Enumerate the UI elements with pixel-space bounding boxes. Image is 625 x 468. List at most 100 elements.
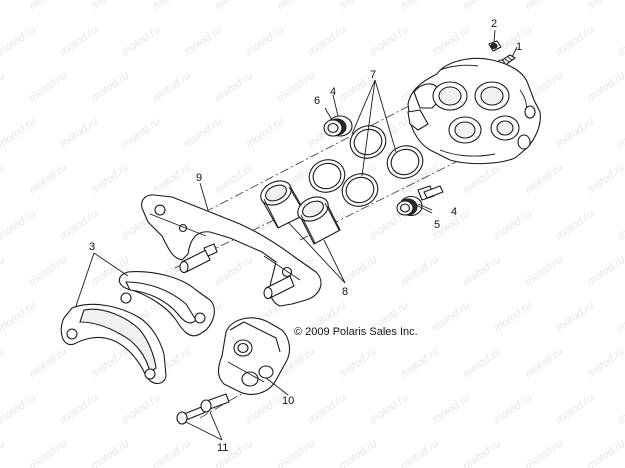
callout-5: 5 bbox=[434, 219, 440, 231]
watermark-text: motod.ru bbox=[585, 162, 625, 197]
watermark-text: motod.ru bbox=[461, 0, 503, 12]
watermark-text: motod.ru bbox=[0, 24, 38, 59]
watermark-text: motod.ru bbox=[275, 0, 317, 12]
watermark-text: motod.ru bbox=[213, 0, 255, 12]
callout-2: 2 bbox=[491, 18, 497, 30]
watermark-text: motod.ru bbox=[399, 438, 441, 468]
pin-boot-lower bbox=[396, 185, 444, 217]
watermark-text: motod.ru bbox=[399, 0, 441, 12]
watermark-text: motod.ru bbox=[120, 116, 162, 151]
watermark-text: motod.ru bbox=[461, 254, 503, 289]
callout-8: 8 bbox=[342, 286, 348, 298]
watermark-text: motod.ru bbox=[58, 208, 100, 243]
watermark-text: motod.ru bbox=[492, 24, 534, 59]
callout-4-upper: 4 bbox=[330, 86, 336, 98]
pin-boot-upper bbox=[323, 115, 353, 137]
piston-seals bbox=[308, 125, 424, 207]
watermark-text: motod.ru bbox=[461, 346, 503, 381]
watermark-text: motod.ru bbox=[616, 392, 625, 427]
watermark-text: motod.ru bbox=[0, 300, 38, 335]
watermark-text: motod.ru bbox=[27, 70, 69, 105]
callout-11: 11 bbox=[217, 442, 228, 454]
watermark-text: motod.ru bbox=[213, 162, 255, 197]
watermark-text: motod.ru bbox=[58, 24, 100, 59]
watermark-text: motod.ru bbox=[585, 0, 625, 12]
watermark-text: motod.ru bbox=[554, 24, 596, 59]
callout-9: 9 bbox=[196, 172, 202, 184]
watermark-text: motod.ru bbox=[275, 438, 317, 468]
watermark-text: motod.ru bbox=[554, 300, 596, 335]
watermark-text: motod.ru bbox=[0, 392, 38, 427]
callout-6: 6 bbox=[314, 95, 320, 107]
watermark-text: motod.ru bbox=[523, 0, 565, 12]
watermark-text: motod.ru bbox=[89, 346, 131, 381]
watermark-text: motod.ru bbox=[306, 24, 348, 59]
watermark-text: motod.ru bbox=[89, 70, 131, 105]
watermark-text: motod.ru bbox=[0, 0, 7, 12]
watermark-text: motod.ru bbox=[0, 208, 38, 243]
watermark-text: motod.ru bbox=[182, 116, 224, 151]
brake-pads bbox=[60, 271, 215, 385]
watermark-text: motod.ru bbox=[89, 162, 131, 197]
watermark-text: motod.ru bbox=[120, 392, 162, 427]
watermark-text: motod.ru bbox=[213, 70, 255, 105]
watermark-text: motod.ru bbox=[27, 162, 69, 197]
caliper-body bbox=[407, 57, 541, 165]
callout-10: 10 bbox=[282, 395, 294, 407]
pistons bbox=[260, 180, 341, 245]
callout-labels: 1 2 3 4 4 5 6 7 8 9 10 11 bbox=[89, 18, 522, 454]
watermark-text: motod.ru bbox=[337, 346, 379, 381]
callout-1: 1 bbox=[516, 41, 522, 53]
watermark-text: motod.ru bbox=[27, 438, 69, 468]
watermark-text: motod.ru bbox=[27, 346, 69, 381]
watermark-text: motod.ru bbox=[244, 24, 286, 59]
watermark-text: motod.ru bbox=[368, 24, 410, 59]
watermark-text: motod.ru bbox=[89, 0, 131, 12]
watermark-text: motod.ru bbox=[399, 346, 441, 381]
watermark-text: motod.ru bbox=[0, 162, 7, 197]
watermark-text: motod.ru bbox=[616, 116, 625, 151]
callout-7: 7 bbox=[370, 69, 376, 81]
watermark-text: motod.ru bbox=[120, 24, 162, 59]
watermark-text: motod.ru bbox=[585, 254, 625, 289]
watermark-text: motod.ru bbox=[0, 70, 7, 105]
watermark-text: motod.ru bbox=[430, 392, 472, 427]
callout-3: 3 bbox=[89, 241, 95, 253]
watermark-text: motod.ru bbox=[337, 438, 379, 468]
watermark-text: motod.ru bbox=[523, 162, 565, 197]
caliper-bracket bbox=[141, 194, 322, 307]
watermark-text: motod.ru bbox=[523, 438, 565, 468]
watermark-text: motod.ru bbox=[0, 438, 7, 468]
watermark-text: motod.ru bbox=[27, 0, 69, 12]
watermark-text: motod.ru bbox=[275, 70, 317, 105]
watermark-text: motod.ru bbox=[430, 300, 472, 335]
watermark-text: motod.ru bbox=[492, 300, 534, 335]
watermark-text: motod.ru bbox=[523, 346, 565, 381]
watermark-text: motod.ru bbox=[244, 392, 286, 427]
watermark-text: motod.ru bbox=[585, 70, 625, 105]
watermark-text: motod.ru bbox=[616, 24, 625, 59]
callout-4-lower: 4 bbox=[451, 206, 457, 218]
watermark-text: motod.ru bbox=[554, 208, 596, 243]
watermark-text: motod.ru bbox=[151, 162, 193, 197]
copyright-notice: © 2009 Polaris Sales Inc. bbox=[294, 326, 418, 338]
watermark-text: motod.ru bbox=[306, 392, 348, 427]
watermark-text: motod.ru bbox=[182, 24, 224, 59]
watermark-text: motod.ru bbox=[492, 208, 534, 243]
leader-lines bbox=[75, 29, 518, 441]
watermark-text: motod.ru bbox=[0, 254, 7, 289]
watermark-text: motod.ru bbox=[27, 254, 69, 289]
watermark-text: motod.ru bbox=[151, 70, 193, 105]
mounting-bolts bbox=[176, 393, 230, 425]
watermark-text: motod.ru bbox=[554, 116, 596, 151]
watermark-text: motod.ru bbox=[58, 392, 100, 427]
watermark-text: motod.ru bbox=[461, 438, 503, 468]
watermark-text: motod.ru bbox=[0, 116, 38, 151]
watermark-text: motod.ru bbox=[554, 392, 596, 427]
watermark-text: motod.ru bbox=[0, 346, 7, 381]
watermark-text: motod.ru bbox=[523, 254, 565, 289]
watermark-text: motod.ru bbox=[585, 438, 625, 468]
watermark-text: motod.ru bbox=[585, 346, 625, 381]
watermark-text: motod.ru bbox=[337, 0, 379, 12]
